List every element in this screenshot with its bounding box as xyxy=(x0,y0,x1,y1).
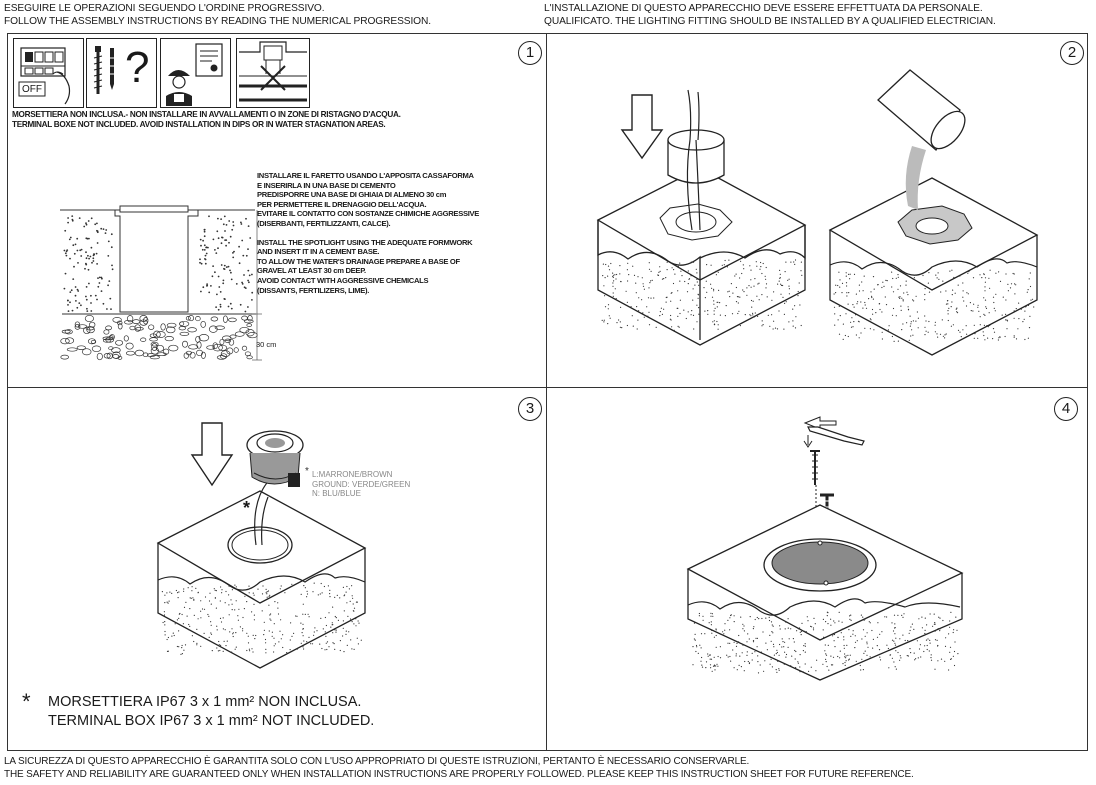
footer: LA SICUREZZA DI QUESTO APPARECCHIO È GAR… xyxy=(4,755,914,781)
instruction-it-6: (DISERBANTI, FERTILIZZANTI, CALCE). xyxy=(257,218,391,228)
wire-brown: L:MARRONE/BROWN xyxy=(312,470,393,479)
instruction-it-1: INSTALLARE IL FARETTO USANDO L'APPOSITA … xyxy=(257,171,474,180)
step2-illustration xyxy=(596,69,1039,356)
step-number-4: 4 xyxy=(1054,397,1078,421)
wire-legend-star: * xyxy=(305,466,309,477)
step-number-2: 2 xyxy=(1060,41,1084,65)
header-right-line-1: L'INSTALLAZIONE DI QUESTO APPARECCHIO DE… xyxy=(544,3,983,14)
instruction-en-5: AVOID CONTACT WITH AGGRESSIVE CHEMICALS xyxy=(257,275,429,285)
header-left-line-1: ESEGUIRE LE OPERAZIONI SEGUENDO L'ORDINE… xyxy=(4,3,325,14)
header-right-line-2: QUALIFICATO. THE LIGHTING FITTING SHOULD… xyxy=(544,15,996,27)
panel-divider-vertical xyxy=(546,33,547,751)
terminal-box-note: * MORSETTIERA IP67 3 x 1 mm² NON INCLUSA… xyxy=(22,689,375,730)
step1-warning: MORSETTIERA NON INCLUSA.- NON INSTALLARE… xyxy=(12,110,401,130)
instruction-en-3: TO ALLOW THE WATER'S DRAINAGE PREPARE A … xyxy=(257,256,460,266)
instruction-en-4: GRAVEL AT LEAST 30 cm DEEP. xyxy=(257,266,366,276)
header-left-line-2: FOLLOW THE ASSEMBLY INSTRUCTIONS BY READ… xyxy=(4,15,431,27)
step2-soil-texture xyxy=(601,259,1035,342)
wire-blue: N: BLU/BLUE xyxy=(312,489,361,499)
note-asterisk: * xyxy=(22,689,31,714)
wire-asterisk: * xyxy=(243,498,251,518)
header-left: ESEGUIRE LE OPERAZIONI SEGUENDO L'ORDINE… xyxy=(4,3,431,28)
instruction-en-6: (DISSANTS, FERTILIZERS, LIME). xyxy=(257,285,370,295)
power-off-icon: OFF xyxy=(13,38,84,108)
electrician-certificate-icon xyxy=(160,38,231,108)
step1-instructions: INSTALLARE IL FARETTO USANDO L'APPOSITA … xyxy=(257,171,479,295)
gravel-layer xyxy=(60,314,258,361)
header-right: L'INSTALLAZIONE DI QUESTO APPARECCHIO DE… xyxy=(544,3,996,28)
off-label: OFF xyxy=(22,84,42,95)
wire-green: GROUND: VERDE/GREEN xyxy=(312,479,411,489)
footer-line-2: THE SAFETY AND RELIABILITY ARE GUARANTEE… xyxy=(4,769,914,780)
instruction-en-1: INSTALL THE SPOTLIGHT USING THE ADEQUATE… xyxy=(257,237,473,247)
step-number-3: 3 xyxy=(518,397,542,421)
instruction-frame xyxy=(7,33,1088,751)
soil-speckles xyxy=(63,215,254,313)
ground-cross-section xyxy=(60,205,262,361)
note-en: TERMINAL BOX IP67 3 x 1 mm² NOT INCLUDED… xyxy=(48,712,375,729)
wire-legend: * L:MARRONE/BROWN GROUND: VERDE/GREEN N:… xyxy=(305,467,411,499)
tools-question-icon: ? xyxy=(86,38,157,108)
footer-line-1: LA SICUREZZA DI QUESTO APPARECCHIO È GAR… xyxy=(4,756,750,767)
step1-warning-it: MORSETTIERA NON INCLUSA.- NON INSTALLARE… xyxy=(12,110,401,119)
step1-warning-en: TERMINAL BOXE NOT INCLUDED. AVOID INSTAL… xyxy=(12,120,386,129)
instruction-it-3: PREDISPORRE UNA BASE DI GHIAIA DI ALMENO… xyxy=(257,190,447,200)
instruction-it-2: E INSERIRLA IN UNA BASE DI CEMENTO xyxy=(257,180,396,190)
instruction-it-5: EVITARE IL CONTATTO CON SOSTANZE CHIMICH… xyxy=(257,209,480,219)
depth-label: 30 cm xyxy=(256,340,277,349)
instruction-it-4: PER PERMETTERE IL DRENAGGIO DELL'ACQUA. xyxy=(257,199,427,209)
no-dip-install-icon xyxy=(236,38,310,108)
step4-illustration xyxy=(686,416,964,681)
step-number-1: 1 xyxy=(518,41,542,65)
instruction-en-2: AND INSERT IT IN A CEMENT BASE. xyxy=(257,247,380,257)
panel-divider-horizontal xyxy=(7,387,1088,388)
question-mark: ? xyxy=(125,43,150,92)
step3-illustration xyxy=(156,422,367,669)
step4-soil-texture xyxy=(692,611,959,674)
note-it: MORSETTIERA IP67 3 x 1 mm² NON INCLUSA. xyxy=(48,694,362,710)
